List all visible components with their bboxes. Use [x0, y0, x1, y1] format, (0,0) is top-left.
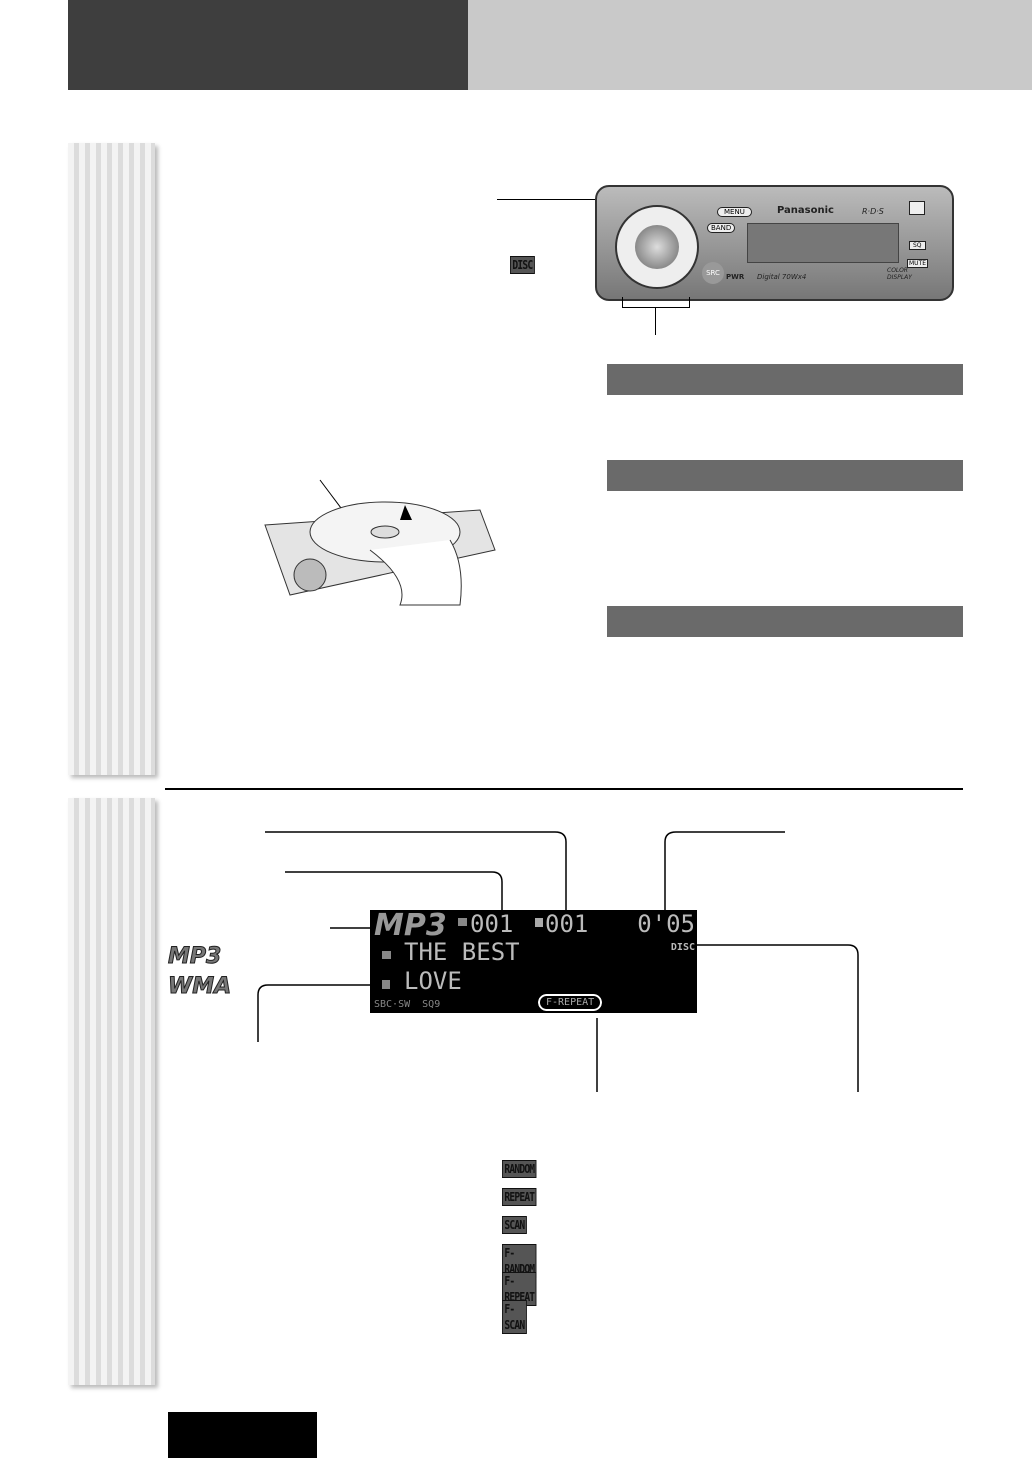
mode-repeat: REPEAT	[502, 1188, 537, 1206]
open-button[interactable]	[909, 201, 925, 215]
section-bar	[607, 460, 963, 491]
arrow-up-icon	[400, 505, 412, 520]
elapsed-time: 0'05	[637, 910, 695, 938]
file-icon	[382, 980, 390, 989]
header-dark-block	[68, 0, 468, 90]
page-number-box	[168, 1412, 317, 1458]
callout-lines	[257, 831, 859, 1092]
wma-logo: WMA	[167, 974, 232, 1000]
rds-logo: R·D·S	[862, 207, 884, 216]
disc-indicator: DISC	[670, 942, 695, 953]
disc-badge: DISC	[510, 256, 535, 274]
car-stereo-faceplate: MENU BAND SRC PWR Panasonic R·D·S Digita…	[595, 185, 954, 301]
file-number: 001	[545, 910, 589, 938]
sq-button[interactable]: SQ	[909, 241, 926, 250]
callout-line	[655, 307, 656, 335]
power-label: Digital 70Wx4	[757, 273, 807, 281]
side-strip-bottom	[68, 798, 155, 1385]
disc-insertion-illustration	[264, 479, 496, 606]
side-strip-top	[68, 143, 155, 775]
mode-random: RANDOM	[502, 1160, 537, 1178]
section-bar	[607, 606, 963, 637]
header-light-block	[468, 0, 1032, 90]
mute-button[interactable]: MUTE	[907, 259, 929, 268]
menu-button[interactable]: MENU	[717, 207, 752, 217]
band-button[interactable]: BAND	[707, 223, 736, 233]
bracket	[622, 297, 690, 308]
brand-logo: Panasonic	[777, 205, 834, 216]
mp3-logo: MP3	[167, 944, 222, 970]
volume-dial[interactable]	[615, 205, 699, 289]
mode-folder-scan: F-SCAN	[502, 1300, 527, 1334]
mode-scan: SCAN	[502, 1216, 527, 1234]
folder-icon	[458, 918, 467, 926]
file-name: LOVE	[404, 967, 462, 995]
folder-number: 001	[470, 910, 514, 938]
volume-knob[interactable]	[635, 225, 679, 269]
pwr-label: PWR	[726, 273, 745, 281]
section-bar	[607, 364, 963, 395]
file-icon	[535, 918, 543, 927]
src-button[interactable]: SRC	[702, 262, 724, 284]
format-indicator: MP3	[374, 908, 447, 943]
display-window	[747, 223, 899, 263]
sound-status: SBC·SW SQ9	[374, 999, 441, 1010]
color-display-label: COLOR DISPLAY	[887, 267, 912, 281]
folder-name: THE BEST	[404, 938, 520, 966]
folder-icon	[382, 951, 391, 959]
lcd-display: MP3 001 001 0'05 DISC THE BEST LOVE SBC·…	[370, 908, 697, 1013]
mode-indicator: F-REPEAT	[536, 993, 604, 1012]
section-divider	[165, 788, 963, 790]
